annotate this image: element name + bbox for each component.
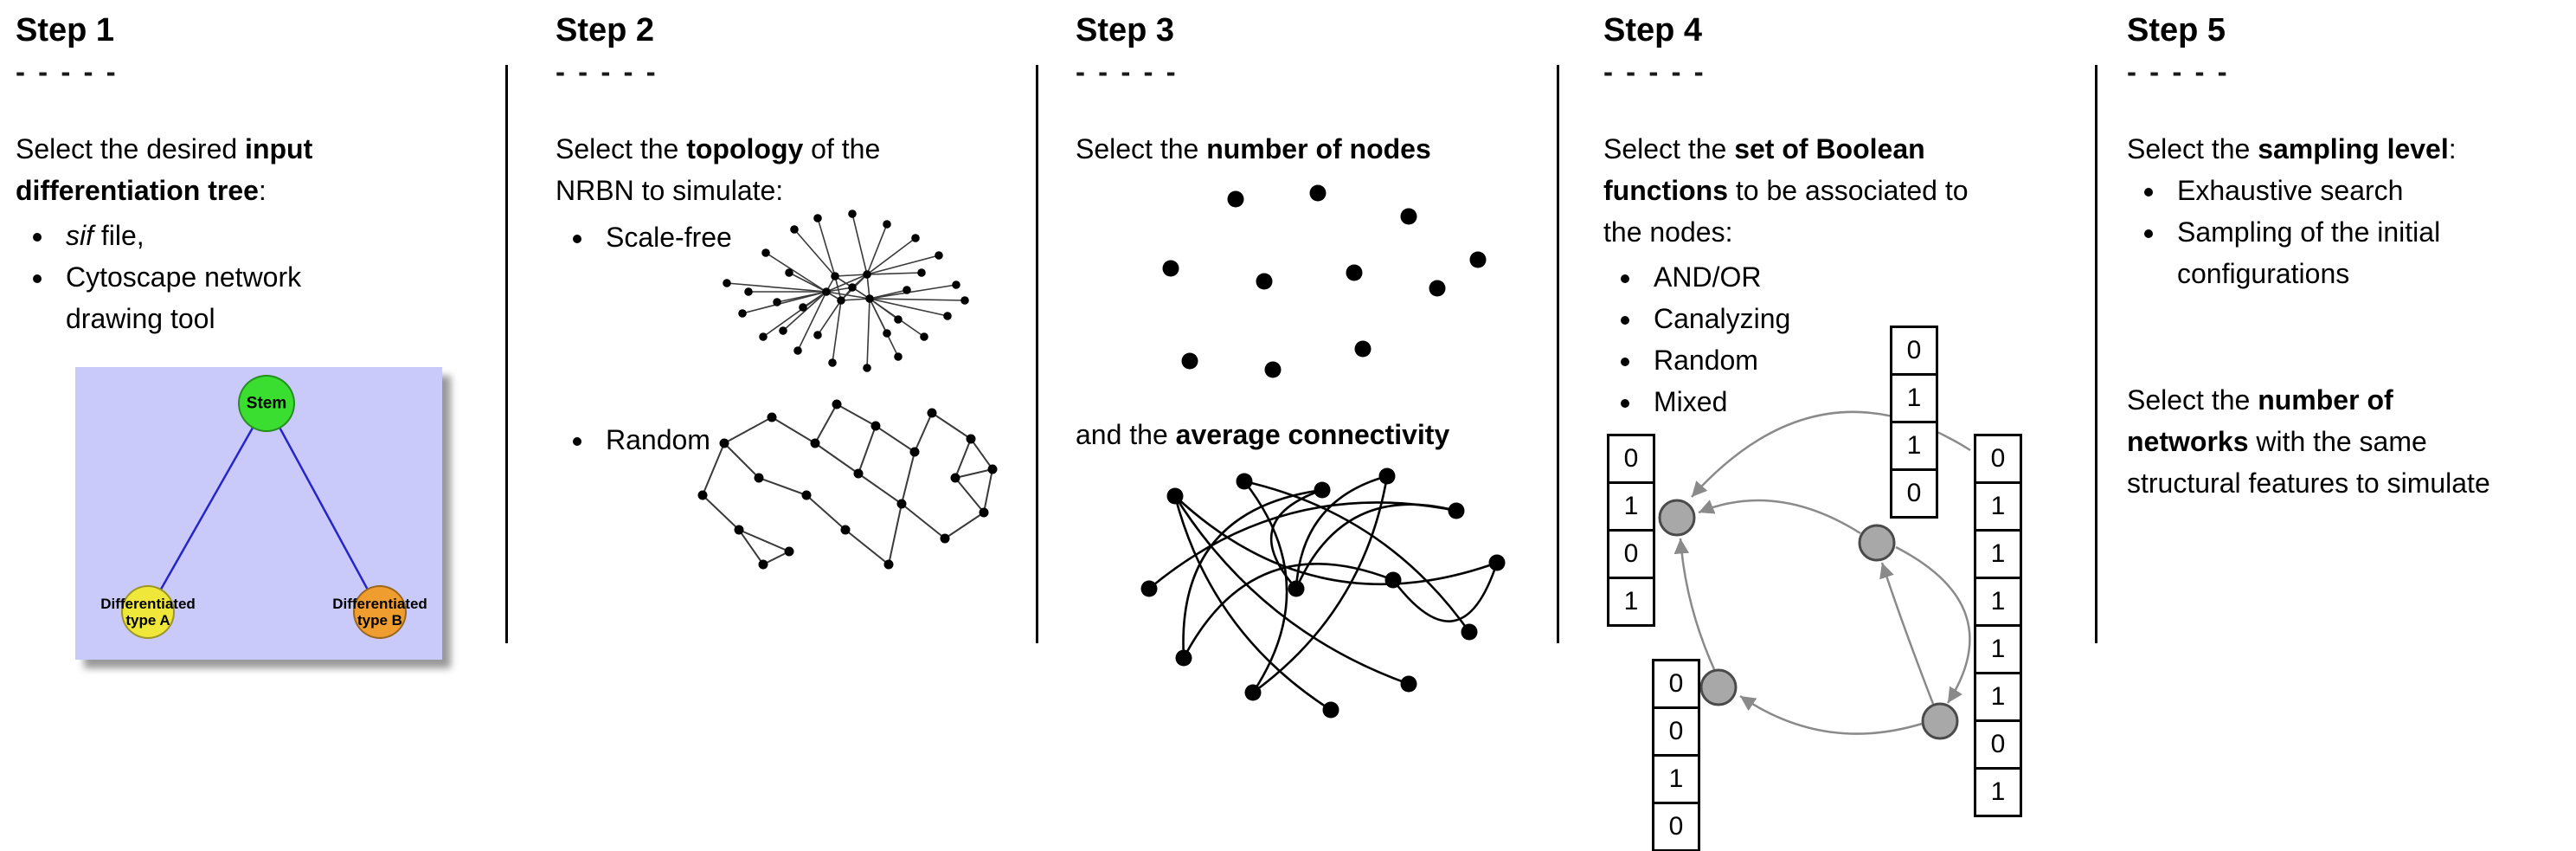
- truth-table-cell: 1: [1607, 577, 1655, 627]
- truth-table-cell: 0: [1607, 434, 1655, 484]
- step-2-title: Step 2: [556, 12, 655, 48]
- step-2-column: Step 2 - - - - - Select the topology of …: [556, 0, 1027, 851]
- truth-table-cell: 1: [1890, 421, 1938, 471]
- boolean-network: [1658, 410, 1971, 740]
- list-item: Exhaustive search: [2167, 170, 2576, 211]
- step-4-column: Step 4 - - - - - Select the set of Boole…: [1603, 0, 2088, 851]
- scale-free-network: [723, 210, 969, 372]
- list-item: Random: [595, 419, 872, 461]
- list-item: Mixed: [1643, 381, 1955, 422]
- truth-table-cell: 0: [1652, 802, 1700, 851]
- step-1-column: Step 1 - - - - - Select the desired inpu…: [16, 0, 513, 851]
- truth-table-cell: 1: [1652, 754, 1700, 804]
- step-3-title: Step 3: [1076, 12, 1175, 48]
- truth-table-cell: 0: [1652, 706, 1700, 757]
- tree-node-label: Stem: [246, 394, 287, 413]
- step-5-dashes: - - - - -: [2127, 55, 2230, 87]
- step-1-title: Step 1: [16, 12, 115, 48]
- column-separator-4: [2095, 65, 2097, 643]
- truth-table-cell: 1: [1974, 767, 2022, 817]
- tree-node-stem: [238, 375, 295, 432]
- truth-table-cell: 1: [1974, 481, 2022, 532]
- truth-table-cell: 0: [1607, 529, 1655, 579]
- tree-node-type-a: [121, 585, 175, 639]
- truth-table-cell: 1: [1607, 481, 1655, 532]
- truth-table-cell: 0: [1890, 326, 1938, 376]
- step-4-dashes: - - - - -: [1603, 55, 1706, 87]
- truth-table-cell: 1: [1974, 529, 2022, 579]
- truth-table-cell: 1: [1974, 672, 2022, 722]
- column-separator-2: [1036, 65, 1038, 643]
- step-5-column: Step 5 - - - - - Select the sampling lev…: [2127, 0, 2573, 851]
- step-3-column: Step 3 - - - - - Select the number of no…: [1076, 0, 1551, 851]
- column-separator-3: [1557, 65, 1559, 643]
- step-2-option-scale-free: Scale-free: [556, 216, 872, 258]
- step-5-sampling-options: Exhaustive search Sampling of the initia…: [2127, 170, 2576, 294]
- list-item: sif file,: [55, 215, 384, 256]
- tree-node-type-b: [353, 585, 407, 639]
- tree-edges: [146, 403, 382, 613]
- step-1-dashes: - - - - -: [16, 55, 119, 87]
- step-1-options: sif file, Cytoscape network drawing tool: [16, 215, 384, 339]
- step-4-title: Step 4: [1603, 12, 1703, 48]
- truth-table-cell: 0: [1890, 468, 1938, 519]
- step-4-function-options: AND/OR Canalyzing Random Mixed: [1603, 256, 1955, 422]
- truth-table-cell: 1: [1974, 624, 2022, 674]
- step-2-dashes: - - - - -: [556, 55, 658, 87]
- connectivity-network: [1140, 467, 1506, 719]
- step-3-dashes: - - - - -: [1076, 55, 1179, 87]
- truth-table-cell: 0: [1652, 659, 1700, 709]
- truth-table-cell: 1: [1890, 373, 1938, 423]
- truth-table-cell: 1: [1974, 577, 2022, 627]
- step-3-connectivity-text: and the average connectivity: [1076, 419, 1450, 450]
- random-network: [697, 399, 998, 570]
- step-5-title: Step 5: [2127, 12, 2226, 48]
- list-item: Canalyzing: [1643, 298, 1955, 339]
- list-item: AND/OR: [1643, 256, 1955, 298]
- list-item: Cytoscape network drawing tool: [55, 256, 384, 339]
- nodes-scatter: [1162, 184, 1487, 378]
- truth-table-cell: 0: [1974, 719, 2022, 770]
- step-3-description: Select the number of nodes: [1076, 133, 1431, 164]
- step-2-option-random: Random: [556, 419, 872, 461]
- list-item: Random: [1643, 339, 1955, 381]
- column-separator-1: [505, 65, 508, 643]
- step-5-description: Select the sampling level:: [2127, 133, 2457, 164]
- list-item: Sampling of the initial configurations: [2167, 211, 2576, 294]
- list-item: Scale-free: [595, 216, 872, 258]
- truth-table-cell: 0: [1974, 434, 2022, 484]
